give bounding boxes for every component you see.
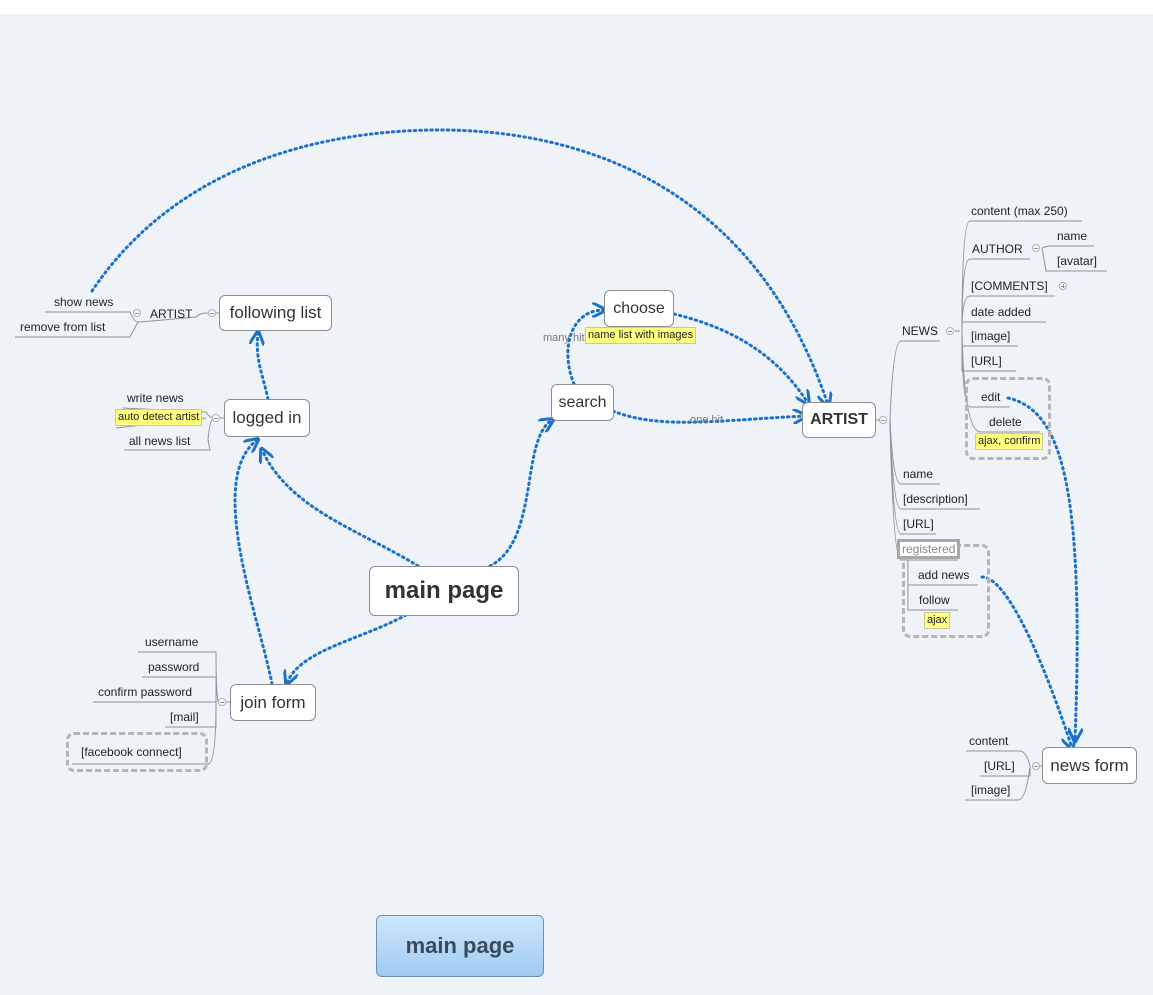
name-list-note: name list with images	[585, 327, 697, 344]
collapse-toggle-artist[interactable]	[879, 416, 887, 424]
collapse-toggle-news-form[interactable]	[1032, 762, 1040, 770]
news-url-label[interactable]: [URL]	[971, 354, 1002, 368]
topic-logged-in[interactable]: logged in	[224, 399, 310, 437]
collapse-toggle-artist-following[interactable]	[133, 309, 141, 317]
add-news-label[interactable]: add news	[918, 568, 970, 582]
confirm-password-label[interactable]: confirm password	[98, 685, 193, 699]
artist-url-label[interactable]: [URL]	[903, 517, 934, 531]
author-avatar-label[interactable]: [avatar]	[1057, 254, 1098, 268]
collapse-toggle-logged-in[interactable]	[212, 414, 220, 422]
news-label[interactable]: NEWS	[902, 324, 938, 338]
news-content-label[interactable]: content (max 250)	[971, 204, 1068, 218]
comments-label[interactable]: [COMMENTS]	[971, 279, 1048, 293]
topic-search[interactable]: search	[551, 384, 614, 421]
news-form-url-label[interactable]: [URL]	[984, 759, 1015, 773]
show-news-label[interactable]: show news	[54, 295, 114, 309]
sheet-tab-main-page[interactable]: main page	[376, 915, 544, 977]
mindmap-canvas	[0, 14, 1153, 995]
collapse-toggle-following[interactable]	[208, 309, 216, 317]
ajax-note: ajax	[924, 612, 951, 629]
date-added-label[interactable]: date added	[971, 305, 1032, 319]
remove-from-list-label[interactable]: remove from list	[20, 320, 106, 334]
mail-label[interactable]: [mail]	[170, 710, 199, 724]
ajax-confirm-note: ajax, confirm	[975, 433, 1044, 450]
artist-description-label[interactable]: [description]	[903, 492, 968, 506]
edit-delete-boundary	[965, 377, 1051, 460]
delete-label[interactable]: delete	[989, 415, 1022, 429]
topic-join-form[interactable]: join form	[230, 684, 316, 721]
topic-choose[interactable]: choose	[604, 290, 674, 327]
artist-name-label[interactable]: name	[903, 467, 934, 481]
facebook-connect-label[interactable]: [facebook connect]	[81, 745, 182, 759]
topic-following-list[interactable]: following list	[219, 295, 332, 331]
collapse-toggle-author[interactable]	[1032, 244, 1040, 252]
author-label[interactable]: AUTHOR	[972, 242, 1023, 256]
password-label[interactable]: password	[148, 660, 200, 674]
collapse-toggle-news[interactable]	[946, 327, 954, 335]
topic-news-form[interactable]: news form	[1042, 747, 1137, 784]
follow-label[interactable]: follow	[919, 593, 950, 607]
collapse-toggle-join-form[interactable]	[218, 698, 226, 706]
write-news-label[interactable]: write news	[127, 391, 184, 405]
author-name-label[interactable]: name	[1057, 229, 1088, 243]
many-hits-label: many hits	[543, 332, 591, 344]
news-form-content-label[interactable]: content	[969, 734, 1009, 748]
edit-label[interactable]: edit	[981, 390, 1001, 404]
expand-toggle-comments[interactable]	[1059, 282, 1067, 290]
registered-tag: registered	[897, 539, 961, 559]
one-hit-label: one hit	[690, 414, 724, 426]
news-form-image-label[interactable]: [image]	[971, 783, 1011, 797]
auto-detect-note: auto detect artist	[115, 409, 203, 426]
following-artist-label[interactable]: ARTIST	[150, 307, 193, 321]
topic-artist[interactable]: ARTIST	[802, 402, 876, 438]
username-label[interactable]: username	[145, 635, 199, 649]
facebook-boundary	[66, 732, 208, 772]
all-news-list-label[interactable]: all news list	[129, 434, 191, 448]
topic-main-page[interactable]: main page	[369, 566, 519, 616]
news-image-label[interactable]: [image]	[971, 329, 1011, 343]
